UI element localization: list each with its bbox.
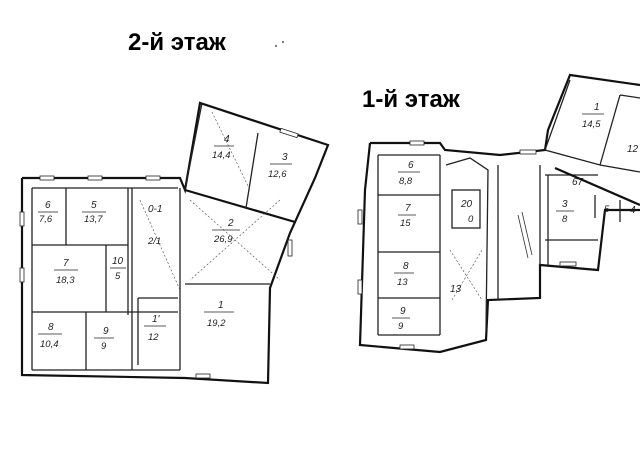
floor-2-title: 2-й этаж (128, 29, 227, 56)
room-f1-12: 12 (627, 144, 639, 155)
room-f2-10: 10 5 (110, 256, 126, 282)
room-f1-7: 7 15 (398, 203, 416, 229)
svg-text:4: 4 (224, 134, 230, 145)
room-f2-8: 8 10,4 (38, 322, 62, 350)
svg-text:67: 67 (572, 177, 584, 188)
svg-text:6: 6 (45, 200, 51, 211)
svg-text:12,6: 12,6 (268, 169, 287, 180)
svg-text:18,3: 18,3 (56, 275, 75, 286)
room-f1-1: 1 14,5 (582, 102, 604, 130)
svg-text:6: 6 (408, 160, 414, 171)
room-f1-20: 20 0 (460, 199, 474, 225)
room-f2-5: 5 13,7 (82, 200, 106, 225)
svg-text:8,8: 8,8 (399, 176, 413, 187)
svg-text:5: 5 (604, 204, 610, 215)
svg-text:8: 8 (562, 214, 568, 225)
room-f2-4: 4 14,4 (212, 134, 234, 161)
svg-text:2/1: 2/1 (147, 236, 161, 247)
room-f1-9: 9 9 (392, 306, 410, 332)
room-f1-3: 3 8 (556, 199, 574, 225)
room-f1-4: 4 5 (604, 204, 636, 216)
room-f2-3: 3 12,6 (268, 152, 292, 180)
svg-text:12: 12 (627, 144, 639, 155)
room-f2-7: 7 18,3 (54, 258, 78, 286)
svg-text:3: 3 (282, 152, 288, 163)
room-f1-13: 13 (450, 284, 462, 295)
svg-text:7,6: 7,6 (39, 214, 53, 225)
svg-text:10,4: 10,4 (40, 339, 59, 350)
svg-text:9: 9 (398, 321, 404, 332)
room-f2-stair: 0-1 2/1 (147, 204, 162, 247)
room-f2-2: 2 26,9 (212, 218, 240, 245)
svg-text:5: 5 (115, 271, 121, 282)
svg-text:20: 20 (460, 199, 473, 210)
svg-text:9: 9 (101, 341, 107, 352)
floor-1-title: 1-й этаж (362, 86, 461, 113)
svg-text:1': 1' (152, 314, 161, 325)
svg-text:0-1: 0-1 (148, 204, 162, 215)
svg-text:4: 4 (630, 205, 636, 216)
svg-text:10: 10 (112, 256, 124, 267)
svg-text:2: 2 (227, 218, 234, 229)
svg-text:9: 9 (400, 306, 406, 317)
svg-text:15: 15 (400, 218, 411, 229)
svg-text:8: 8 (48, 322, 54, 333)
svg-text:9: 9 (103, 326, 109, 337)
room-f2-9: 9 9 (94, 326, 114, 352)
room-f2-1: 1 19,2 (204, 300, 234, 329)
svg-text:1: 1 (218, 300, 224, 311)
svg-text:13,7: 13,7 (84, 214, 103, 225)
svg-text:13: 13 (397, 277, 408, 288)
floor-1-plan (357, 73, 640, 354)
svg-text:14,5: 14,5 (582, 119, 601, 130)
svg-text:26,9: 26,9 (213, 234, 233, 245)
room-f1-8: 8 13 (394, 261, 414, 288)
room-f1-67: 67 (572, 177, 584, 188)
svg-text:5: 5 (91, 200, 97, 211)
svg-text:8: 8 (403, 261, 409, 272)
svg-text:7: 7 (405, 203, 411, 214)
svg-text:0: 0 (468, 214, 474, 225)
room-f2-6: 6 7,6 (38, 200, 58, 225)
svg-text:12: 12 (148, 332, 159, 343)
svg-text:3: 3 (562, 199, 568, 210)
svg-text:1: 1 (594, 102, 600, 113)
floor-2-plan (19, 41, 330, 385)
svg-text:13: 13 (450, 284, 462, 295)
room-f1-6: 6 8,8 (398, 160, 420, 187)
room-f2-1a: 1' 12 (144, 314, 166, 343)
svg-text:14,4: 14,4 (212, 150, 231, 161)
svg-text:19,2: 19,2 (207, 318, 226, 329)
svg-text:7: 7 (63, 258, 69, 269)
